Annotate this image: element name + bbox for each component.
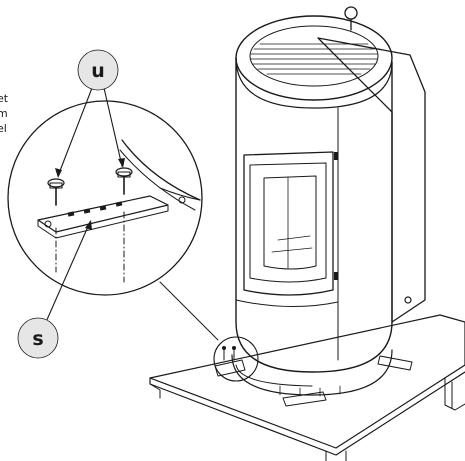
edge-text-3: el — [0, 122, 7, 135]
base-brackets — [214, 355, 413, 407]
bracket-front — [282, 391, 327, 407]
bracket-right — [377, 355, 413, 371]
edge-text-2: m — [0, 107, 8, 120]
clipped-edge-text: et m el — [0, 92, 9, 135]
edge-text-1: et — [0, 92, 9, 105]
detail-marker-circle — [213, 336, 259, 382]
door-hinge-top — [334, 152, 338, 160]
stove-body — [235, 57, 393, 373]
pallet-foot-right — [444, 377, 465, 411]
callout-s-badge — [17, 317, 59, 359]
callout-u: u — [55, 49, 125, 178]
door-hinge-bottom — [334, 272, 338, 280]
pallet-board-edge — [149, 371, 465, 456]
screw-right — [115, 167, 133, 283]
callout-s: s — [17, 220, 92, 359]
pallet — [149, 314, 465, 461]
screw-left — [47, 178, 65, 273]
pallet-top-board — [149, 314, 465, 449]
callout-s-label: s — [32, 328, 43, 350]
lifting-ring — [344, 6, 358, 20]
stove-base — [231, 349, 393, 397]
pallet-foot-left — [149, 383, 161, 399]
bracket-left — [214, 359, 246, 377]
callout-u-label: u — [91, 60, 105, 82]
magnified-detail — [7, 100, 203, 296]
callout-u-badge — [77, 49, 119, 91]
magnifier-leaders — [159, 281, 219, 341]
pellet-stove — [213, 6, 426, 407]
magnifier-circle — [7, 100, 203, 296]
side-knob — [404, 296, 412, 304]
fire-door — [243, 151, 338, 296]
stove-top-cap — [235, 15, 393, 101]
top-grille — [249, 25, 379, 87]
